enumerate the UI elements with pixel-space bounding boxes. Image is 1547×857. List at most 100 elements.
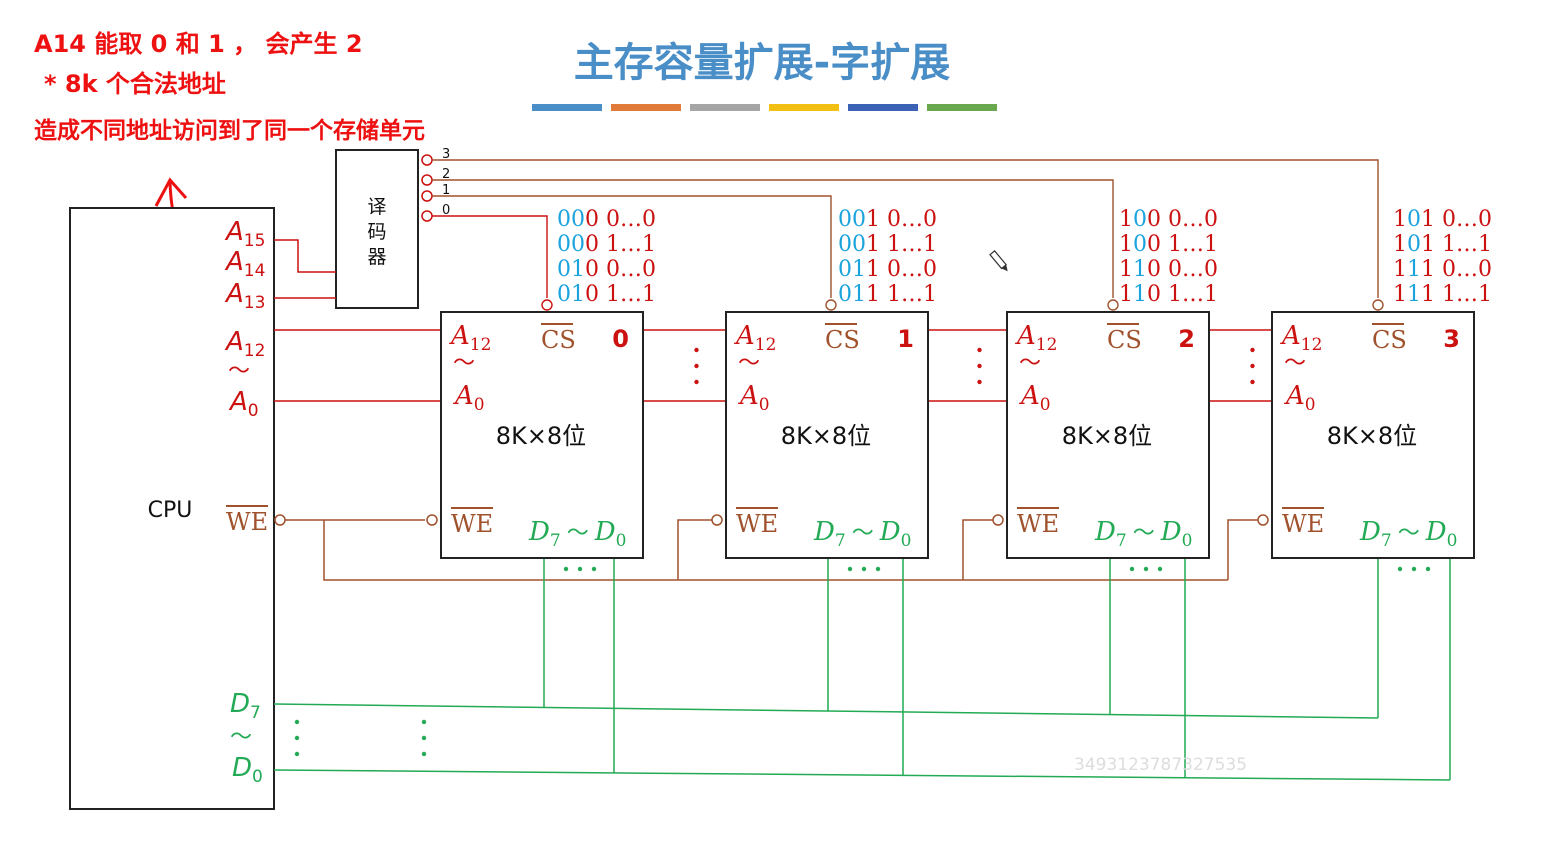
cpu-a13-label: A13 [224, 279, 265, 313]
page-title: 主存容量扩展-字扩展 [574, 40, 951, 86]
decoder-box [335, 149, 419, 309]
decoder-output-bubble [421, 190, 433, 202]
chip-we-bubble [1257, 514, 1269, 526]
chip-number: 2 [1178, 325, 1195, 353]
chip-box [725, 311, 929, 559]
data-pin-ellipsis [577, 566, 583, 572]
chip-size: 8K×8位 [496, 422, 586, 450]
chip-we-label: WE [1282, 510, 1324, 538]
data-pin-ellipsis [1397, 566, 1403, 572]
chip-data-label: D7～D0 [813, 517, 911, 551]
chip-we-label: WE [1017, 510, 1059, 538]
title-color-bar [532, 104, 997, 111]
address-bus-ellipsis [694, 347, 699, 353]
cs-select-wire [432, 179, 1114, 298]
we-branch [962, 519, 993, 580]
data-pin-ellipsis [1411, 566, 1417, 572]
chip-a0-label: A0 [453, 381, 485, 415]
chip-data-label: D7～D0 [528, 517, 626, 551]
chip-number: 1 [897, 325, 914, 353]
cpu-d7-label: D7 [230, 689, 261, 723]
data-pin-ellipsis [847, 566, 853, 572]
data-bus-ellipsis [294, 719, 427, 757]
chip-box [1271, 311, 1475, 559]
address-bus-ellipsis [977, 379, 982, 385]
cpu-addr-tilde: ～ [228, 359, 250, 384]
cpu-data-tilde: ～ [230, 725, 252, 750]
we-branch [1227, 519, 1258, 580]
data-pin-ellipsis [1129, 566, 1135, 572]
chip-box [440, 311, 644, 559]
chip-we-bubble [711, 514, 723, 526]
title-bar-segment [532, 104, 602, 111]
data-pin-ellipsis [591, 566, 597, 572]
chip-cs-label: CS [541, 326, 576, 354]
d7-bus-line [273, 703, 1379, 719]
chip-addr-tilde: ～ [738, 351, 760, 376]
chip-a12-label: A12 [449, 321, 491, 355]
annotation-line-3: 造成不同地址访问到了同一个存储单元 [34, 118, 425, 144]
title-bar-segment [927, 104, 997, 111]
we-bus [323, 520, 1228, 581]
chip-a12-label: A12 [1015, 321, 1057, 355]
cpu-a12-label: A12 [224, 327, 265, 361]
data-pin-ellipsis [1425, 566, 1431, 572]
title-bar-segment [769, 104, 839, 111]
svg-text:码: 码 [367, 221, 386, 243]
data-pin-ellipsis [861, 566, 867, 572]
decoder-output-label: 2 [442, 167, 450, 182]
svg-text:器: 器 [367, 246, 386, 268]
cpu-a15-label: A15 [224, 217, 265, 251]
address-bus-ellipsis [977, 347, 982, 353]
chip-we-label: WE [451, 510, 493, 538]
address-bus-ellipsis [1250, 363, 1255, 369]
chip-addr-tilde: ～ [453, 351, 475, 376]
annotation-line-1: A14 能取 0 和 1 ， 会产生 2 [34, 30, 363, 58]
a15-line [274, 239, 336, 273]
decoder-output-bubble [421, 174, 433, 186]
chip-we-bubble [426, 514, 438, 526]
decoder-label: 译 码 器 [367, 196, 386, 268]
chip-addr-tilde: ～ [1284, 351, 1306, 376]
pencil-cursor-icon [989, 250, 1008, 272]
decoder-output-label: 0 [442, 203, 450, 218]
cpu-we-label: WE [226, 508, 268, 536]
chip-a12-label: A12 [1280, 321, 1322, 355]
chip-we-bubble [992, 514, 1004, 526]
chip-data-label: D7～D0 [1094, 517, 1192, 551]
title-bar-segment [690, 104, 760, 111]
chip-a0-label: A0 [738, 381, 770, 415]
chip-a12-label: A12 [734, 321, 776, 355]
cs-select-wire [432, 195, 832, 298]
we-branch [677, 519, 712, 580]
chip-size: 8K×8位 [781, 422, 871, 450]
svg-text:译: 译 [367, 196, 386, 218]
address-bus-ellipsis [694, 379, 699, 385]
cpu-d0-label: D0 [232, 753, 263, 787]
data-pin-ellipsis [563, 566, 569, 572]
annotation-line-2: * 8k 个合法地址 [44, 70, 226, 98]
address-bus-ellipsis [1250, 379, 1255, 385]
chip-cs-bubble [541, 299, 553, 311]
chip-cs-label: CS [825, 326, 860, 354]
chip-cs-label: CS [1372, 326, 1407, 354]
address-bus-ellipsis [694, 363, 699, 369]
decoder-output-bubble [421, 154, 433, 166]
address-bus-ellipsis [1250, 347, 1255, 353]
